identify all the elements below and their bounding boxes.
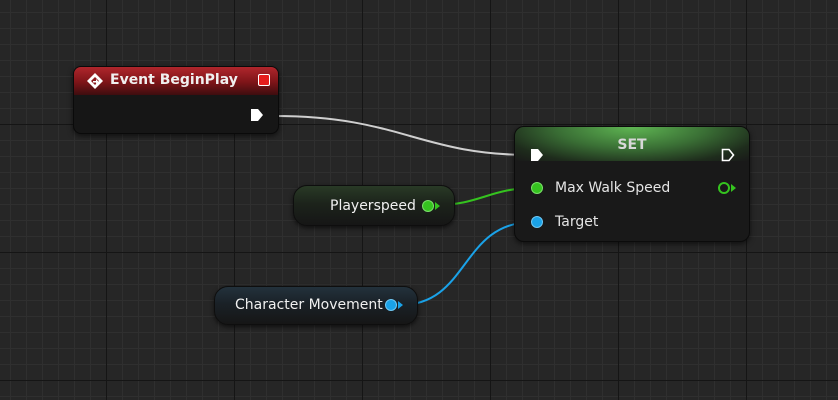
- pin-arrow-icon: [398, 301, 403, 309]
- max-walk-speed-out-pin-icon[interactable]: [718, 182, 730, 194]
- character-movement-out-pin-icon[interactable]: [385, 299, 397, 311]
- playerspeed-variable-node[interactable]: Playerspeed: [293, 185, 455, 226]
- pin-arrow-icon: [435, 202, 440, 210]
- playerspeed-out-pin-icon[interactable]: [422, 200, 434, 212]
- max-walk-speed-label: Max Walk Speed: [555, 180, 671, 196]
- event-diamond-icon: [87, 73, 103, 89]
- object-wire[interactable]: [399, 221, 534, 306]
- target-label: Target: [555, 214, 599, 230]
- event-node-header: Event BeginPlay: [74, 67, 278, 95]
- exec-in-pin-icon[interactable]: [530, 148, 544, 162]
- target-in-pin-icon[interactable]: [531, 216, 543, 228]
- max-walk-speed-in-pin-icon[interactable]: [531, 182, 543, 194]
- event-node-title: Event BeginPlay: [110, 72, 238, 88]
- set-node[interactable]: SET Max Walk Speed Target: [514, 126, 750, 242]
- playerspeed-label: Playerspeed: [330, 198, 416, 214]
- exec-wire[interactable]: [274, 115, 532, 156]
- pin-arrow-icon: [731, 184, 736, 192]
- exec-out-pin-icon[interactable]: [721, 148, 735, 162]
- event-beginplay-node[interactable]: Event BeginPlay: [73, 66, 279, 134]
- stop-icon: [258, 74, 270, 86]
- character-movement-variable-node[interactable]: Character Movement: [214, 286, 418, 325]
- set-node-header: [515, 127, 749, 161]
- character-movement-label: Character Movement: [235, 297, 383, 313]
- exec-out-pin-icon[interactable]: [250, 108, 264, 122]
- set-node-title: SET: [617, 137, 647, 153]
